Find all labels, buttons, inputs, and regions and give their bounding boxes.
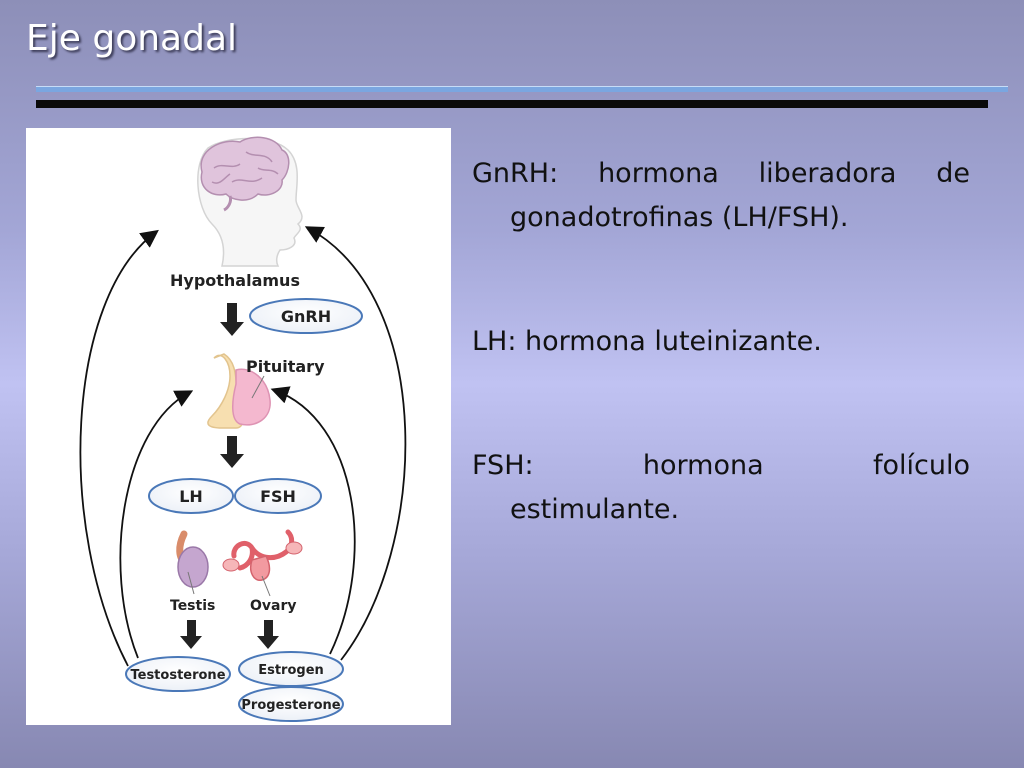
- definition-lh: LH: hormona luteinizante.: [472, 320, 970, 364]
- progesterone-pill: Progesterone: [238, 686, 344, 722]
- feedback-arrow-outer-right: [304, 226, 407, 661]
- definitions-list: GnRH: hormona liberadora de gonadotrofin…: [472, 152, 970, 612]
- definition-line: LH: hormona luteinizante.: [472, 326, 822, 357]
- definition-word: liberadora: [758, 158, 897, 189]
- definition-fsh: FSH: hormona folículo estimulante.: [472, 444, 970, 532]
- definition-continuation: gonadotrofinas (LH/FSH).: [510, 202, 849, 233]
- testosterone-pill: Testosterone: [125, 656, 231, 692]
- arrow-down-icon: [220, 303, 244, 336]
- estrogen-pill: Estrogen: [238, 651, 344, 687]
- ovary-uterus-icon: [222, 529, 303, 597]
- definition-word: hormona: [642, 450, 764, 481]
- definition-word: GnRH:: [472, 158, 559, 189]
- definition-word: hormona: [598, 158, 719, 189]
- gnrh-pill: GnRH: [249, 298, 363, 334]
- arrow-down-icon: [220, 436, 244, 468]
- hypothalamus-label: Hypothalamus: [170, 271, 300, 290]
- gonadal-axis-diagram: Hypothalamus GnRH Pituitary LH FSH: [26, 128, 451, 725]
- pituitary-label: Pituitary: [246, 357, 325, 376]
- fsh-label: FSH: [260, 487, 296, 506]
- head-brain-icon: [197, 136, 303, 267]
- gnrh-label: GnRH: [281, 307, 331, 326]
- slide-title: Eje gonadal: [26, 18, 238, 59]
- lh-label: LH: [179, 487, 203, 506]
- testosterone-label: Testosterone: [130, 668, 225, 683]
- pituitary-gland-icon: [207, 353, 271, 429]
- title-rule-dark: [36, 100, 988, 108]
- feedback-arrow-inner-left: [119, 390, 194, 659]
- feedback-arrow-inner-right: [270, 386, 356, 655]
- arrow-down-icon: [257, 620, 279, 649]
- testis-icon: [176, 530, 209, 595]
- testis-label: Testis: [170, 598, 215, 614]
- definition-word: folículo: [872, 450, 970, 481]
- arrow-down-icon: [180, 620, 202, 649]
- estrogen-label: Estrogen: [258, 663, 324, 678]
- definition-word: de: [936, 158, 970, 189]
- definition-continuation: estimulante.: [510, 494, 680, 525]
- fsh-pill: FSH: [234, 478, 322, 514]
- definition-word: FSH:: [472, 450, 534, 481]
- progesterone-label: Progesterone: [241, 698, 340, 713]
- ovary-label: Ovary: [250, 598, 297, 614]
- definition-gnrh: GnRH: hormona liberadora de gonadotrofin…: [472, 152, 970, 240]
- title-rule-accent: [36, 86, 1008, 92]
- lh-pill: LH: [148, 478, 234, 514]
- feedback-arrow-outer-left: [79, 229, 159, 667]
